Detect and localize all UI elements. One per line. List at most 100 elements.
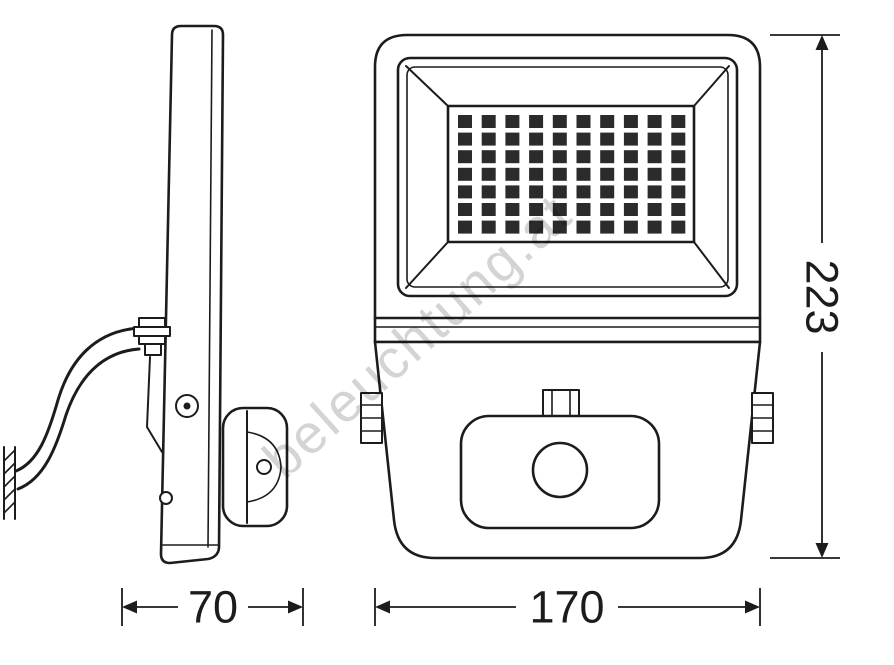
bezel-inner-frame: [406, 66, 729, 288]
sensor-neck: [542, 389, 580, 417]
dimension-label-height: 223: [797, 259, 848, 334]
led-grid: [458, 115, 686, 234]
ext-lines-height: [770, 34, 840, 559]
sensor-side-dome-line: [246, 431, 282, 503]
pivot-joint: [175, 394, 199, 418]
led-chip: [600, 115, 615, 128]
led-chip: [671, 185, 686, 199]
led-chip: [576, 220, 591, 234]
led-chip: [481, 220, 496, 234]
led-chip: [552, 185, 567, 199]
led-chip: [671, 203, 686, 216]
led-chip: [458, 132, 472, 146]
pivot-center-dot: [183, 402, 191, 410]
led-chip: [647, 185, 662, 199]
gland-ridge-4: [144, 343, 162, 356]
hatch-marks: [3, 449, 16, 514]
mounting-bracket: [146, 356, 163, 453]
led-chip: [576, 185, 591, 199]
sensor-side-body: [221, 406, 289, 528]
led-chip: [623, 167, 638, 181]
led-chip: [458, 115, 472, 128]
dimension-front-width: 170: [375, 582, 760, 633]
cable-line-top: [14, 326, 141, 473]
bezel-corner-diagonals: [405, 65, 730, 289]
cable-gland: [133, 317, 171, 356]
side-housing: [159, 24, 225, 565]
led-chip: [647, 115, 662, 128]
led-chip: [671, 167, 686, 181]
mounting-ear-right: [751, 392, 774, 444]
sensor-front-body: [459, 414, 661, 530]
led-chip: [458, 150, 472, 164]
led-chip: [600, 220, 615, 234]
led-chip: [576, 203, 591, 216]
cable-line-bottom: [16, 347, 141, 491]
led-chip: [671, 220, 686, 234]
led-chip: [576, 115, 591, 128]
sensor-front: [459, 389, 661, 530]
led-chip: [623, 185, 638, 199]
dimension-annotations: 70 170 223: [121, 34, 848, 633]
lens-bezel: [396, 56, 739, 298]
led-chip: [481, 203, 496, 216]
led-chip: [623, 115, 638, 128]
led-chip: [647, 220, 662, 234]
gland-ridge-2: [133, 326, 171, 337]
led-chip: [552, 167, 567, 181]
front-view: [360, 33, 774, 560]
gland-ridge-1: [138, 317, 166, 328]
led-chip: [600, 203, 615, 216]
led-chip: [481, 132, 496, 146]
arrow-right: [288, 600, 303, 614]
led-chip: [623, 220, 638, 234]
arrow-bottom: [815, 543, 829, 558]
led-chip: [505, 132, 520, 146]
led-chip: [552, 220, 567, 234]
led-chip: [600, 132, 615, 146]
sensor-lens-circle: [531, 441, 589, 499]
mounting-ear-left: [360, 392, 383, 444]
led-chip: [552, 150, 567, 164]
ear-right-ridges: [751, 404, 774, 432]
ear-left-ridges: [360, 404, 383, 432]
led-chip: [458, 203, 472, 216]
led-chip: [647, 203, 662, 216]
led-chip: [671, 132, 686, 146]
dimension-side-width: 70: [122, 582, 303, 633]
led-chip: [576, 167, 591, 181]
led-chip: [576, 150, 591, 164]
led-chip: [647, 150, 662, 164]
led-chip: [505, 203, 520, 216]
led-chip: [647, 132, 662, 146]
led-chip: [552, 203, 567, 216]
led-chip: [600, 185, 615, 199]
led-chip: [505, 167, 520, 181]
led-chip: [529, 150, 544, 164]
led-chip: [576, 132, 591, 146]
led-chip: [671, 115, 686, 128]
dimension-label-front-width: 170: [529, 582, 604, 633]
led-chip: [481, 150, 496, 164]
led-chip: [671, 150, 686, 164]
sensor-side-detail-circle: [256, 459, 272, 475]
dimension-height: 223: [797, 35, 848, 558]
arrow-top: [815, 35, 829, 50]
led-chip: [529, 167, 544, 181]
led-chip: [529, 132, 544, 146]
led-chip: [623, 203, 638, 216]
led-chip: [529, 115, 544, 128]
led-chip: [529, 220, 544, 234]
led-chip: [505, 185, 520, 199]
led-chip: [505, 150, 520, 164]
led-chip: [623, 150, 638, 164]
dimension-label-side-width: 70: [188, 582, 238, 633]
led-chip: [505, 220, 520, 234]
screw-detail: [159, 491, 173, 505]
power-cable: [14, 326, 141, 491]
led-chip: [481, 115, 496, 128]
led-chip: [505, 115, 520, 128]
side-view: [3, 24, 289, 565]
